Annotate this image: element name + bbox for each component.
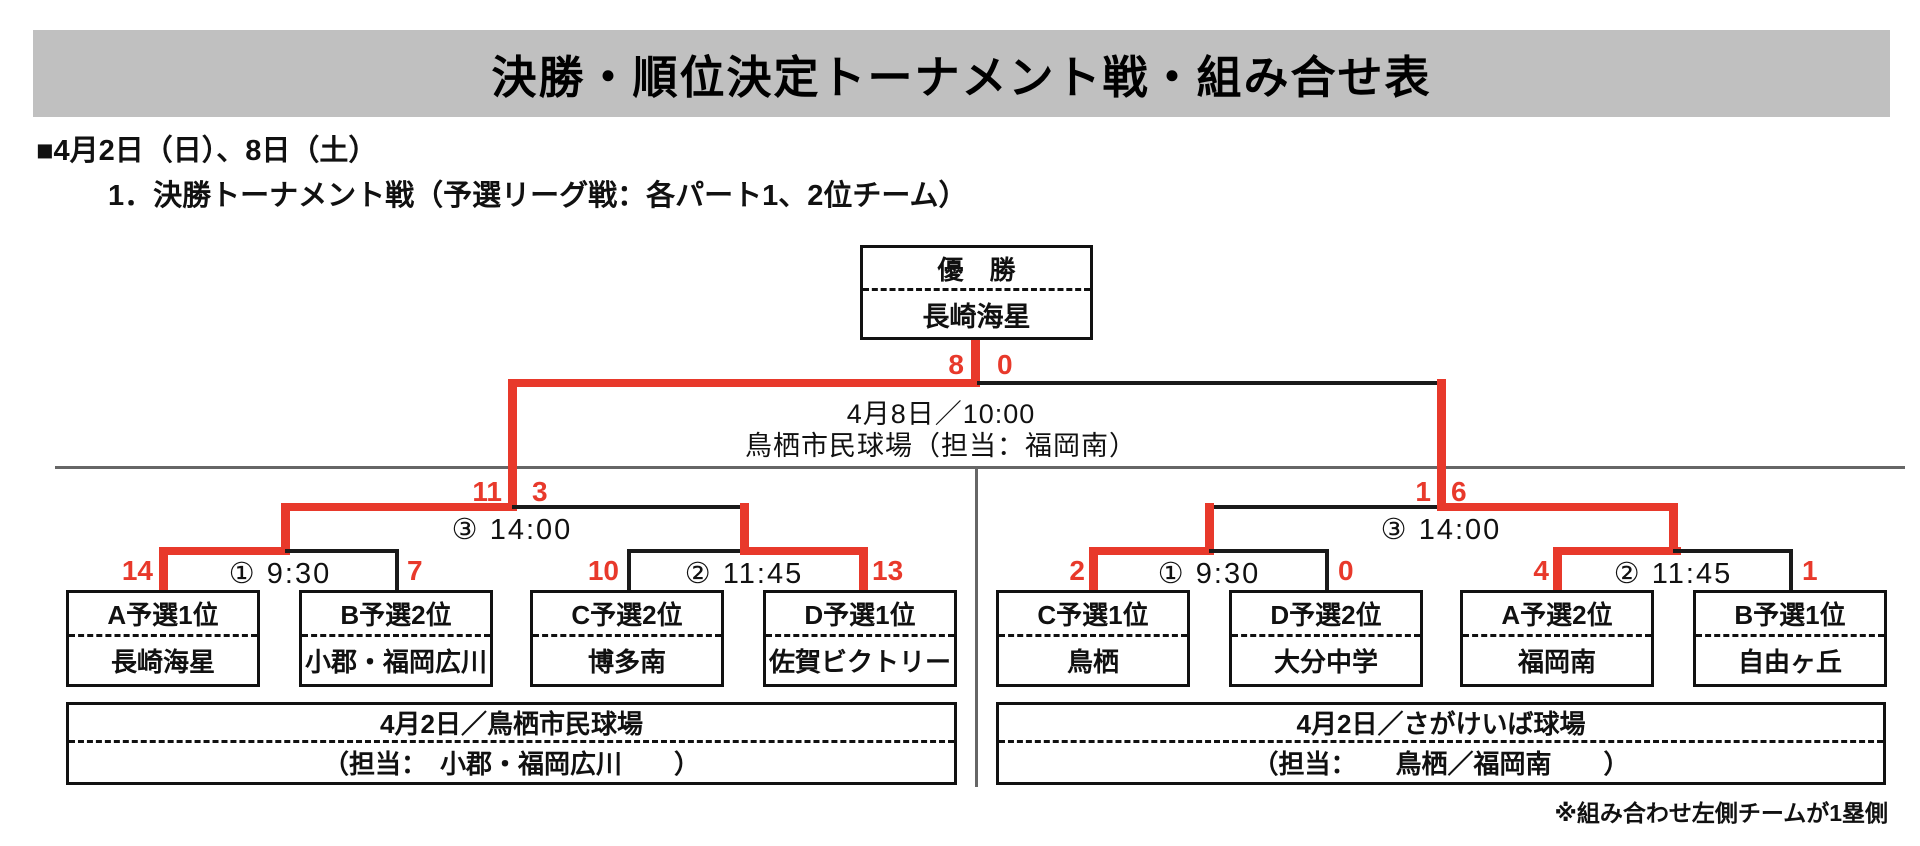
qf3-label: ① 9:30 — [1157, 558, 1261, 590]
qf4-riser — [1669, 503, 1678, 553]
final-datetime: 4月8日／10:00 — [846, 399, 1036, 429]
qf2-label: ② 11:45 — [684, 558, 804, 590]
semifinal-left-riser — [508, 379, 517, 510]
champion-team: 長崎海星 — [922, 301, 1031, 332]
qf3-drop-loser — [1325, 549, 1329, 592]
qf2-score-left: 10 — [587, 555, 619, 586]
team-seed: A予選2位 — [1463, 593, 1651, 637]
qf4-score-left: 4 — [1533, 555, 1549, 586]
team-box-b1: B予選1位 自由ヶ丘 — [1693, 590, 1887, 687]
qf2-drop-loser — [627, 549, 631, 592]
team-box-a2: A予選2位 福岡南 — [1460, 590, 1654, 687]
qf1-riser — [281, 503, 290, 553]
team-seed: C予選2位 — [533, 593, 721, 637]
qf2-drop-winner — [859, 547, 868, 592]
venue-box-right: 4月2日／さがけいば球場 （担当： 鳥栖／福岡南 ） — [996, 702, 1886, 785]
sf-right-line-black — [1209, 505, 1441, 509]
sf-left-line-black — [512, 505, 748, 509]
team-name: 鳥栖 — [1066, 647, 1119, 677]
sf-right-score-left: 1 — [1415, 476, 1431, 507]
team-name: 大分中学 — [1273, 647, 1378, 677]
final-score-left: 8 — [948, 349, 964, 380]
final-line-left-red — [512, 379, 980, 387]
champion-stub-line — [971, 340, 980, 384]
qf1-drop-winner — [159, 547, 168, 592]
team-box-d1: D予選1位 佐賀ビクトリー — [763, 590, 957, 687]
sf-left-label: ③ 14:00 — [451, 514, 573, 546]
qf4-label: ② 11:45 — [1613, 558, 1733, 590]
qf4-drop-winner — [1553, 547, 1562, 592]
date-heading: ■4月2日（日）、8日（土） — [36, 135, 378, 167]
team-name: 自由ヶ丘 — [1737, 647, 1842, 677]
page-title-bar: 決勝・順位決定トーナメント戦・組み合せ表 — [33, 30, 1890, 117]
qf3-riser — [1205, 503, 1214, 553]
team-seed: A予選1位 — [69, 593, 257, 637]
venue-staff-left: （担当： 小郡・福岡広川 ） — [322, 749, 700, 779]
sf-left-score-right: 3 — [532, 476, 548, 507]
page-title: 決勝・順位決定トーナメント戦・組み合せ表 — [491, 52, 1432, 103]
sf-right-score-right: 6 — [1451, 476, 1467, 507]
final-score-right: 0 — [997, 349, 1013, 380]
team-box-c1: C予選1位 鳥栖 — [996, 590, 1190, 687]
team-name: 佐賀ビクトリー — [768, 647, 951, 677]
final-venue: 鳥栖市民球場（担当：福岡南） — [745, 431, 1137, 461]
team-name: 長崎海星 — [110, 647, 215, 677]
team-seed: D予選2位 — [1232, 593, 1420, 637]
qf1-score-right: 7 — [407, 555, 423, 586]
qf3-drop-winner — [1089, 547, 1098, 592]
qf2-score-right: 13 — [872, 555, 904, 586]
final-line-right-black — [977, 381, 1441, 385]
qf2-line-red — [740, 547, 868, 555]
venue-staff-right: （担当： 鳥栖／福岡南 ） — [1252, 749, 1630, 779]
team-seed: B予選2位 — [302, 593, 490, 637]
venue-date-right: 4月2日／さがけいば球場 — [999, 705, 1883, 743]
sf-left-score-left: 11 — [472, 476, 502, 507]
qf3-line-red — [1089, 547, 1214, 555]
venue-box-left: 4月2日／鳥栖市民球場 （担当： 小郡・福岡広川 ） — [66, 702, 957, 785]
team-box-d2: D予選2位 大分中学 — [1229, 590, 1423, 687]
team-box-b2: B予選2位 小郡・福岡広川 — [299, 590, 493, 687]
qf1-drop-loser — [395, 549, 399, 592]
qf2-line-black — [627, 549, 748, 553]
qf4-line-black — [1673, 549, 1793, 553]
sf-left-line-red — [281, 503, 517, 511]
sub-heading: 1．決勝トーナメント戦（予選リーグ戦：各パート1、2位チーム） — [108, 180, 968, 212]
qf3-score-left: 2 — [1069, 555, 1085, 586]
champion-label: 優 勝 — [863, 248, 1090, 291]
team-box-c2: C予選2位 博多南 — [530, 590, 724, 687]
team-name: 博多南 — [587, 647, 666, 677]
qf4-drop-loser — [1789, 549, 1793, 592]
champion-box: 優 勝 長崎海星 — [860, 245, 1093, 340]
semifinal-right-riser — [1437, 379, 1446, 510]
venue-date-left: 4月2日／鳥栖市民球場 — [69, 705, 954, 743]
center-divider-vertical — [975, 466, 978, 787]
qf1-label: ① 9:30 — [228, 558, 332, 590]
qf1-score-left: 14 — [121, 555, 153, 586]
team-seed: C予選1位 — [999, 593, 1187, 637]
team-name: 福岡南 — [1517, 647, 1596, 677]
qf3-line-black — [1209, 549, 1329, 553]
footnote: ※組み合わせ左側チームが1塁側 — [1554, 800, 1888, 826]
qf1-line-red — [159, 547, 290, 555]
team-box-a1: A予選1位 長崎海星 — [66, 590, 260, 687]
qf3-score-right: 0 — [1338, 555, 1354, 586]
team-seed: B予選1位 — [1696, 593, 1884, 637]
qf4-score-right: 1 — [1802, 555, 1818, 586]
team-name: 小郡・福岡広川 — [304, 647, 487, 677]
half-divider-horizontal — [55, 466, 1905, 469]
qf4-line-red — [1553, 547, 1681, 555]
sf-right-label: ③ 14:00 — [1380, 514, 1502, 546]
sf-right-line-red — [1437, 503, 1677, 511]
qf2-riser — [740, 503, 749, 553]
qf1-line-black — [285, 549, 399, 553]
team-seed: D予選1位 — [766, 593, 954, 637]
